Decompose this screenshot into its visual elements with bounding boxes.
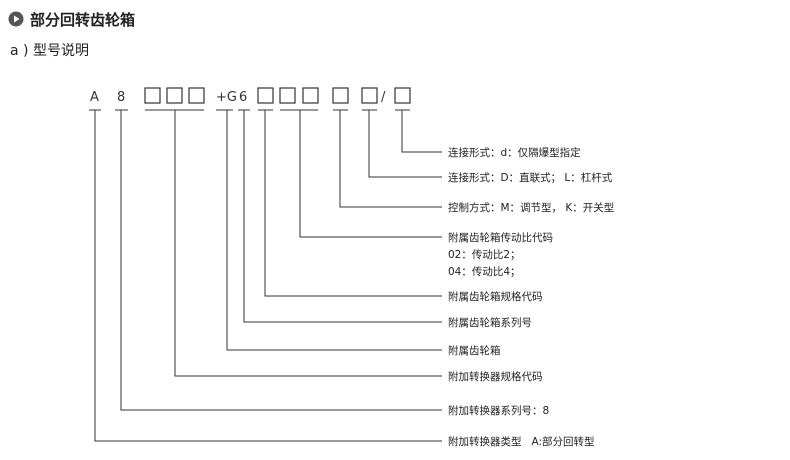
- section-header: 部分回转齿轮箱: [8, 8, 135, 30]
- leader-gear-spec: [264, 110, 442, 297]
- code-plus-g: +G: [216, 90, 237, 105]
- annotation-gearbox: 附属齿轮箱: [448, 344, 501, 357]
- leader-gear-series: [243, 110, 442, 323]
- leader-gear-ratio: [299, 110, 442, 238]
- code-box-6: [302, 87, 319, 104]
- code-box-4: [257, 87, 274, 104]
- section-title: 部分回转齿轮箱: [30, 10, 136, 29]
- leader-connection-explosion: [401, 110, 442, 153]
- leader-converter-series: [120, 110, 442, 411]
- annotation-gear-ratio-code: 附属齿轮箱传动比代码: [448, 231, 553, 244]
- annotation-connection-type: 连接形式：D：直联式； L：杠杆式: [448, 171, 613, 184]
- annotation-connection-explosion: 连接形式：d：仅隔爆型指定: [448, 146, 581, 159]
- annotation-control-mode: 控制方式：M：调节型， K：开关型: [448, 201, 614, 214]
- code-box-5: [279, 87, 296, 104]
- subsection-title: a ) 型号说明: [10, 43, 89, 59]
- annotation-gear-series: 附属齿轮箱系列号: [448, 316, 532, 329]
- play-circle-icon: [8, 11, 24, 27]
- code-box-7: [332, 87, 349, 104]
- annotation-gear-spec: 附属齿轮箱规格代码: [448, 290, 543, 303]
- code-box-3: [188, 87, 205, 104]
- code-slash: /: [381, 90, 386, 105]
- annotation-converter-series: 附加转换器系列号：8: [448, 404, 549, 417]
- code-box-8: [361, 87, 378, 104]
- code-box-1: [144, 87, 161, 104]
- annotation-converter-type: 附加转换器类型 A:部分回转型: [448, 435, 595, 448]
- leader-gearbox: [226, 110, 442, 351]
- leader-converter-spec: [174, 110, 442, 377]
- code-box-2: [166, 87, 183, 104]
- code-digit-6: 6: [239, 90, 247, 105]
- annotation-converter-spec: 附加转换器规格代码: [448, 370, 543, 383]
- leader-connection-type: [368, 110, 442, 178]
- annotation-ratio-02: 02：传动比2；: [448, 248, 521, 261]
- leader-converter-type: [94, 110, 442, 442]
- code-digit-8: 8: [117, 90, 125, 105]
- code-box-9: [394, 87, 411, 104]
- code-letter-a: A: [90, 90, 99, 105]
- annotation-ratio-04: 04：传动比4；: [448, 265, 521, 278]
- leader-control-mode: [339, 110, 442, 208]
